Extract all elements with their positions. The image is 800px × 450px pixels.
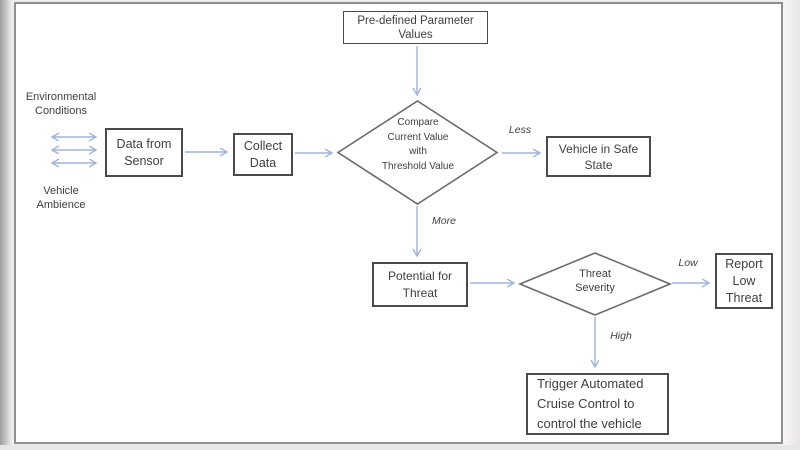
node-trigger-automated-cruise-control: Trigger Automated Cruise Control to cont…: [526, 373, 669, 435]
annotation-vehicle-ambience: Vehicle Ambience: [36, 185, 86, 211]
edge-label-more: More: [432, 215, 456, 227]
slide-canvas: [14, 2, 783, 444]
node-predefined-parameter-values: Pre-defined Parameter Values: [343, 11, 488, 44]
edge-label-less: Less: [508, 124, 532, 136]
edge-label-low: Low: [678, 257, 698, 269]
left-edge-gradient: [0, 0, 14, 450]
node-potential-for-threat: Potential for Threat: [372, 262, 468, 307]
edge-label-high: High: [610, 330, 632, 342]
node-data-from-sensor: Data from Sensor: [105, 128, 183, 177]
bottom-edge: [0, 445, 800, 450]
right-edge-gradient: [783, 0, 800, 450]
node-collect-data: Collect Data: [233, 133, 293, 176]
annotation-environmental-conditions: Environmental Conditions: [25, 91, 97, 117]
node-vehicle-in-safe-state: Vehicle in Safe State: [546, 136, 651, 177]
node-report-low-threat: Report Low Threat: [715, 253, 773, 309]
threat-severity-decision-label: Threat Severity: [575, 268, 615, 294]
compare-decision-label: Compare Current Value with Threshold Val…: [381, 117, 455, 172]
